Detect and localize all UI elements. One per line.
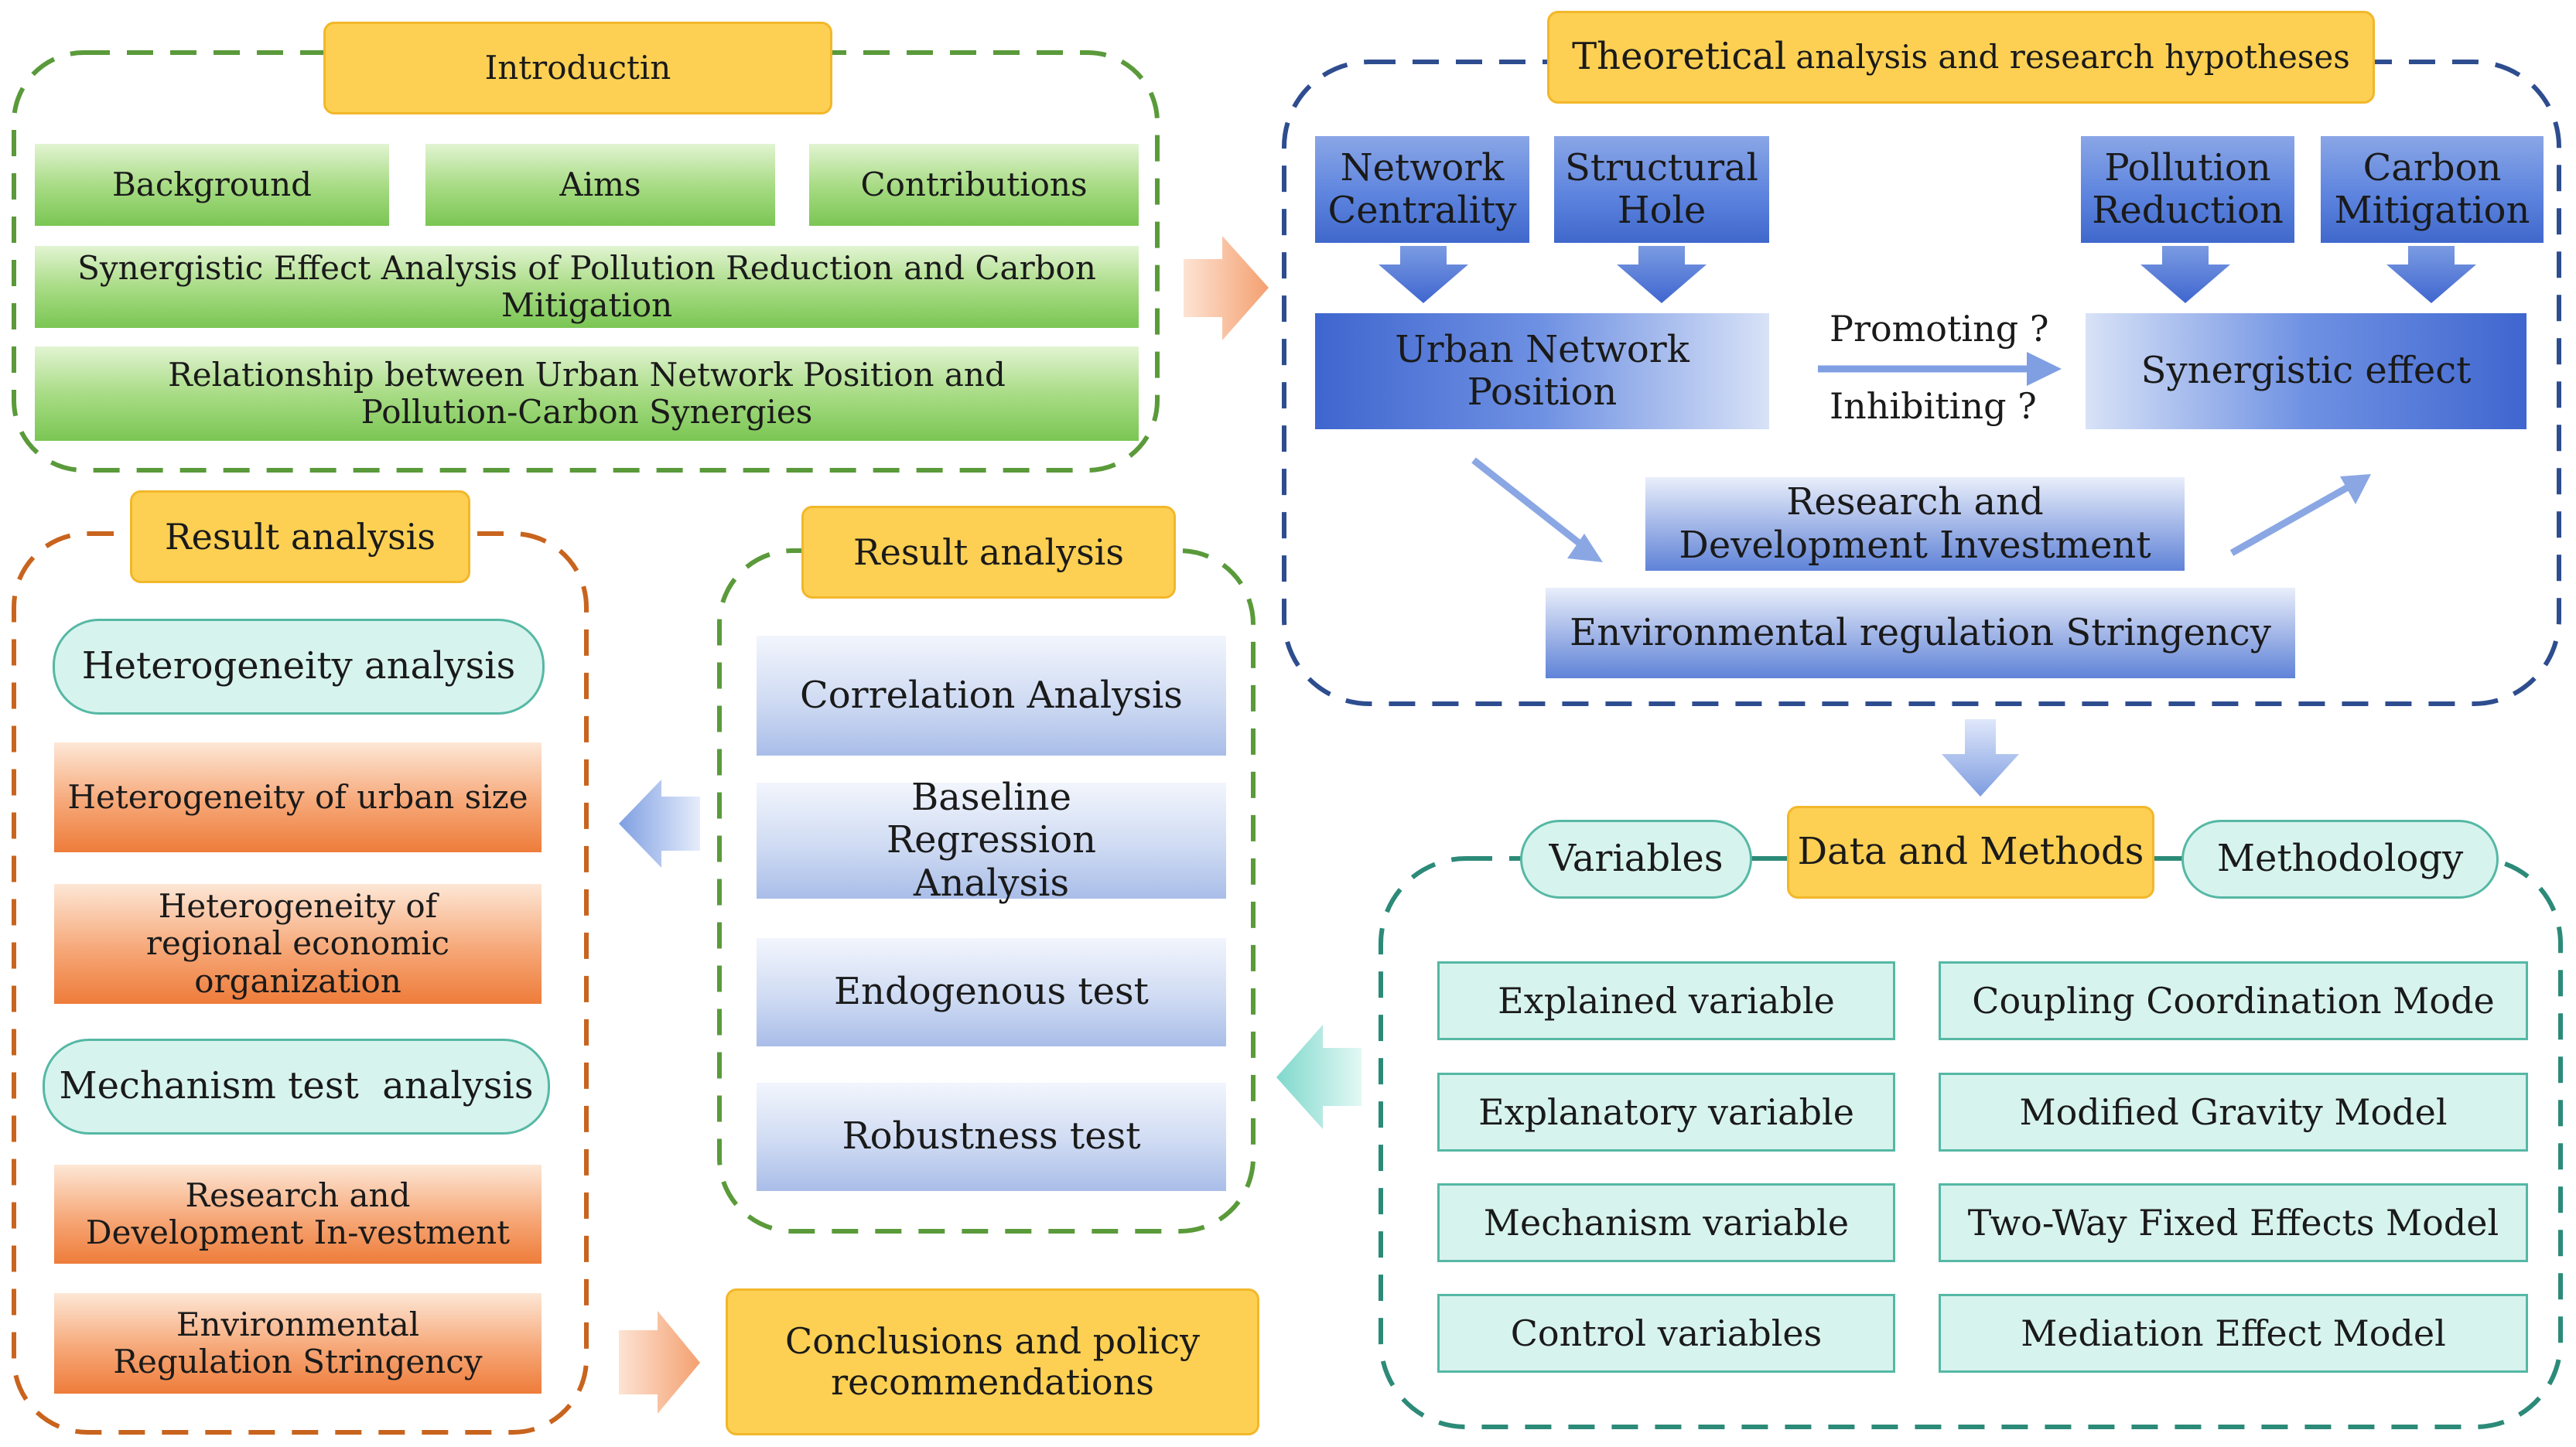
intro-contributions: Contributions: [809, 144, 1139, 226]
carbon-mitigation-box: Carbon Mitigation: [2321, 136, 2544, 243]
arrow-data-to-results: [1276, 1025, 1361, 1129]
mechanism-env-box: Environmental Regulation Stringency: [54, 1293, 542, 1394]
methodology-pill: Methodology: [2181, 820, 2499, 899]
method-coupling: Coupling Coordination Mode: [1939, 961, 2528, 1040]
var-explained: Explained variable: [1437, 961, 1895, 1040]
method-twoway: Two-Way Fixed Effects Model: [1939, 1183, 2528, 1262]
method-gravity: Modified Gravity Model: [1939, 1073, 2528, 1152]
data-methods-frame: [1379, 856, 2563, 1429]
mechanism-rd-box: Research and Development In-vestment: [54, 1165, 542, 1264]
arrow-theory-to-data: [1942, 719, 2019, 797]
arrow-results-to-heterogeneity: [619, 780, 700, 868]
left-result-title: Result analysis: [130, 490, 470, 583]
variables-pill: Variables: [1520, 820, 1752, 899]
data-methods-title: Data and Methods: [1787, 806, 2154, 899]
var-explanatory: Explanatory variable: [1437, 1073, 1895, 1152]
promoting-arrow-head: [2027, 352, 2062, 386]
pollution-reduction-box: Pollution Reduction: [2081, 136, 2294, 243]
var-mechanism: Mechanism variable: [1437, 1183, 1895, 1262]
intro-aims: Aims: [425, 144, 775, 226]
mechanism-test-pill: Mechanism test analysis: [43, 1039, 550, 1135]
method-mediation: Mediation Effect Model: [1939, 1294, 2528, 1373]
conclusions-box: Conclusions and policy recommendations: [726, 1288, 1259, 1435]
intro-title: Introductin: [323, 22, 832, 114]
arrow-down-structural: [1617, 246, 1707, 303]
network-centrality-box: Network Centrality: [1315, 136, 1529, 243]
theory-title-a: Theoretical: [1572, 35, 1787, 79]
env-regulation-box: Environmental regulation Stringency: [1546, 588, 2295, 678]
theory-frame: [1282, 60, 2561, 706]
diag-arrow-right-line: [2229, 484, 2350, 556]
urban-network-position-box: Urban Network Position: [1315, 313, 1769, 429]
baseline-regression-box: Baseline Regression Analysis: [757, 776, 1226, 904]
left-result-frame: [12, 531, 589, 1435]
promoting-label: Promoting ?: [1830, 308, 2049, 350]
diag-arrow-left-head: [1567, 534, 1603, 562]
structural-hole-box: Structural Hole: [1554, 136, 1769, 243]
theory-title: Theoretical analysis and research hypoth…: [1547, 11, 2375, 104]
arrow-to-conclusions: [619, 1311, 700, 1414]
intro-relationship: Relationship between Urban Network Posit…: [35, 346, 1139, 441]
correlation-analysis-box: Correlation Analysis: [757, 636, 1226, 756]
arrow-intro-to-theory: [1184, 236, 1269, 340]
middle-result-title: Result analysis: [801, 506, 1176, 599]
diag-arrow-left-line: [1471, 457, 1584, 548]
robustness-test-box: Robustness test: [757, 1083, 1226, 1191]
rd-investment-box: Research and Development Investment: [1645, 477, 2185, 571]
synergistic-effect-box: Synergistic effect: [2086, 313, 2526, 429]
arrow-down-carbon: [2386, 246, 2476, 303]
heterogeneity-analysis-pill: Heterogeneity analysis: [53, 619, 545, 715]
intro-synergy: Synergistic Effect Analysis of Pollution…: [35, 246, 1139, 328]
var-control: Control variables: [1437, 1294, 1895, 1373]
theory-title-b: analysis and research hypotheses: [1795, 37, 2350, 76]
heterogeneity-regional-box: Heterogeneity of regional economic organ…: [54, 884, 542, 1004]
arrow-down-network: [1379, 246, 1468, 303]
heterogeneity-urban-size-box: Heterogeneity of urban size: [54, 742, 542, 852]
endogenous-test-box: Endogenous test: [757, 938, 1226, 1046]
diag-arrow-right-head: [2340, 474, 2371, 504]
arrow-down-pollution: [2140, 246, 2230, 303]
intro-background: Background: [35, 144, 389, 226]
inhibiting-label: Inhibiting ?: [1830, 385, 2037, 427]
